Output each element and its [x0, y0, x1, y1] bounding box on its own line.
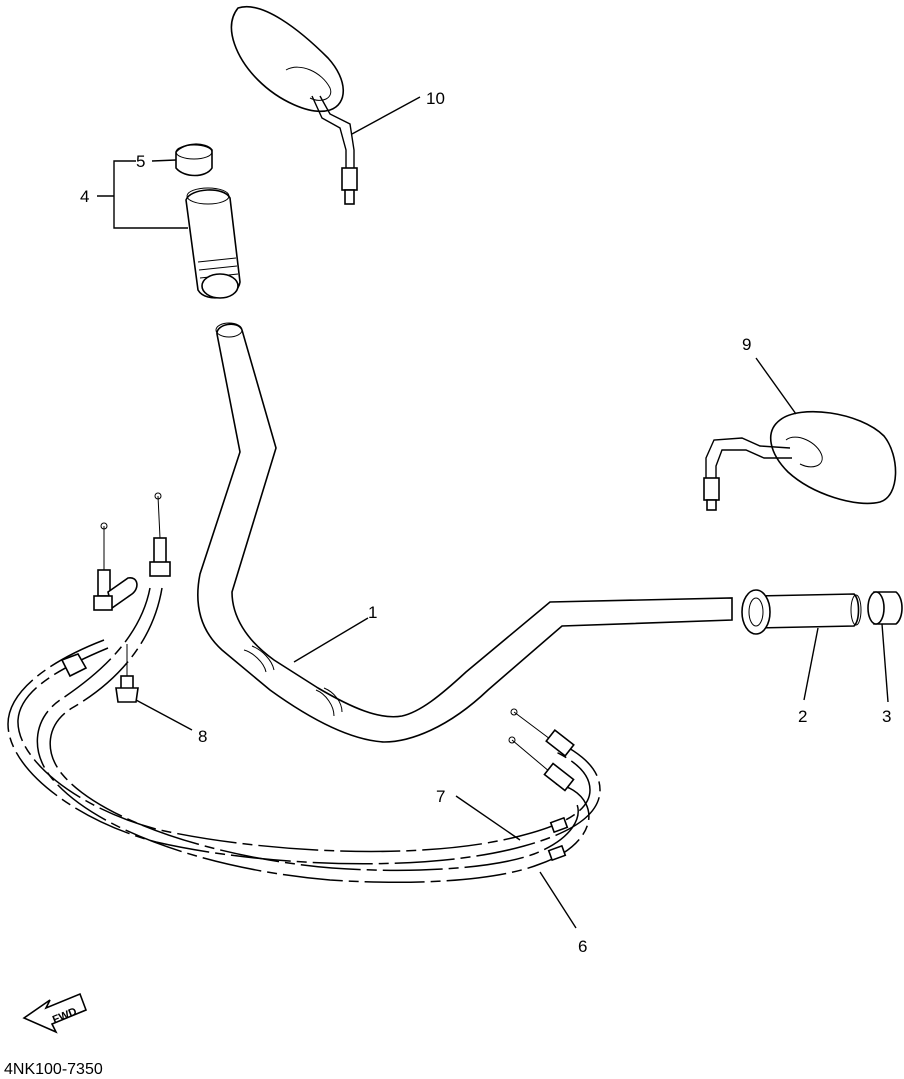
- leader-9: [755, 357, 797, 415]
- mirror-right-part-9: [703, 410, 897, 511]
- handlebar-part-1: [197, 322, 733, 743]
- cable-end-right: [508, 708, 575, 862]
- callout-2: 2: [798, 707, 807, 726]
- drawing-code: 4NK100-7350: [4, 1061, 103, 1078]
- mirror-left-part-10: [230, 5, 358, 205]
- cable-part-6: [36, 587, 590, 884]
- leader-8: [135, 699, 193, 731]
- grip-right-part-2: [741, 589, 862, 635]
- grip-end-right-part-3: [867, 591, 903, 625]
- bracket-part-4: [97, 160, 188, 229]
- callout-7: 7: [436, 787, 445, 806]
- callout-9: 9: [742, 335, 751, 354]
- leader-5: [151, 159, 177, 162]
- leader-6: [539, 871, 577, 929]
- leader-10: [351, 96, 421, 135]
- leader-1: [293, 617, 369, 663]
- callout-8: 8: [198, 727, 207, 746]
- callout-5: 5: [136, 152, 145, 171]
- leader-3: [881, 623, 889, 703]
- grip-end-left-part-5: [175, 143, 213, 177]
- leader-2: [803, 627, 819, 701]
- leader-7: [455, 795, 521, 841]
- callout-3: 3: [882, 707, 891, 726]
- forward-arrow-icon: FWD: [22, 992, 88, 1034]
- callout-6: 6: [578, 937, 587, 956]
- cable-end-left: [60, 492, 171, 678]
- callout-10: 10: [426, 89, 445, 108]
- callout-1: 1: [368, 603, 377, 622]
- cable-part-7: [7, 639, 601, 865]
- callout-4: 4: [80, 187, 89, 206]
- bolt-part-8: [115, 644, 139, 703]
- grip-left-part-4: [185, 187, 241, 299]
